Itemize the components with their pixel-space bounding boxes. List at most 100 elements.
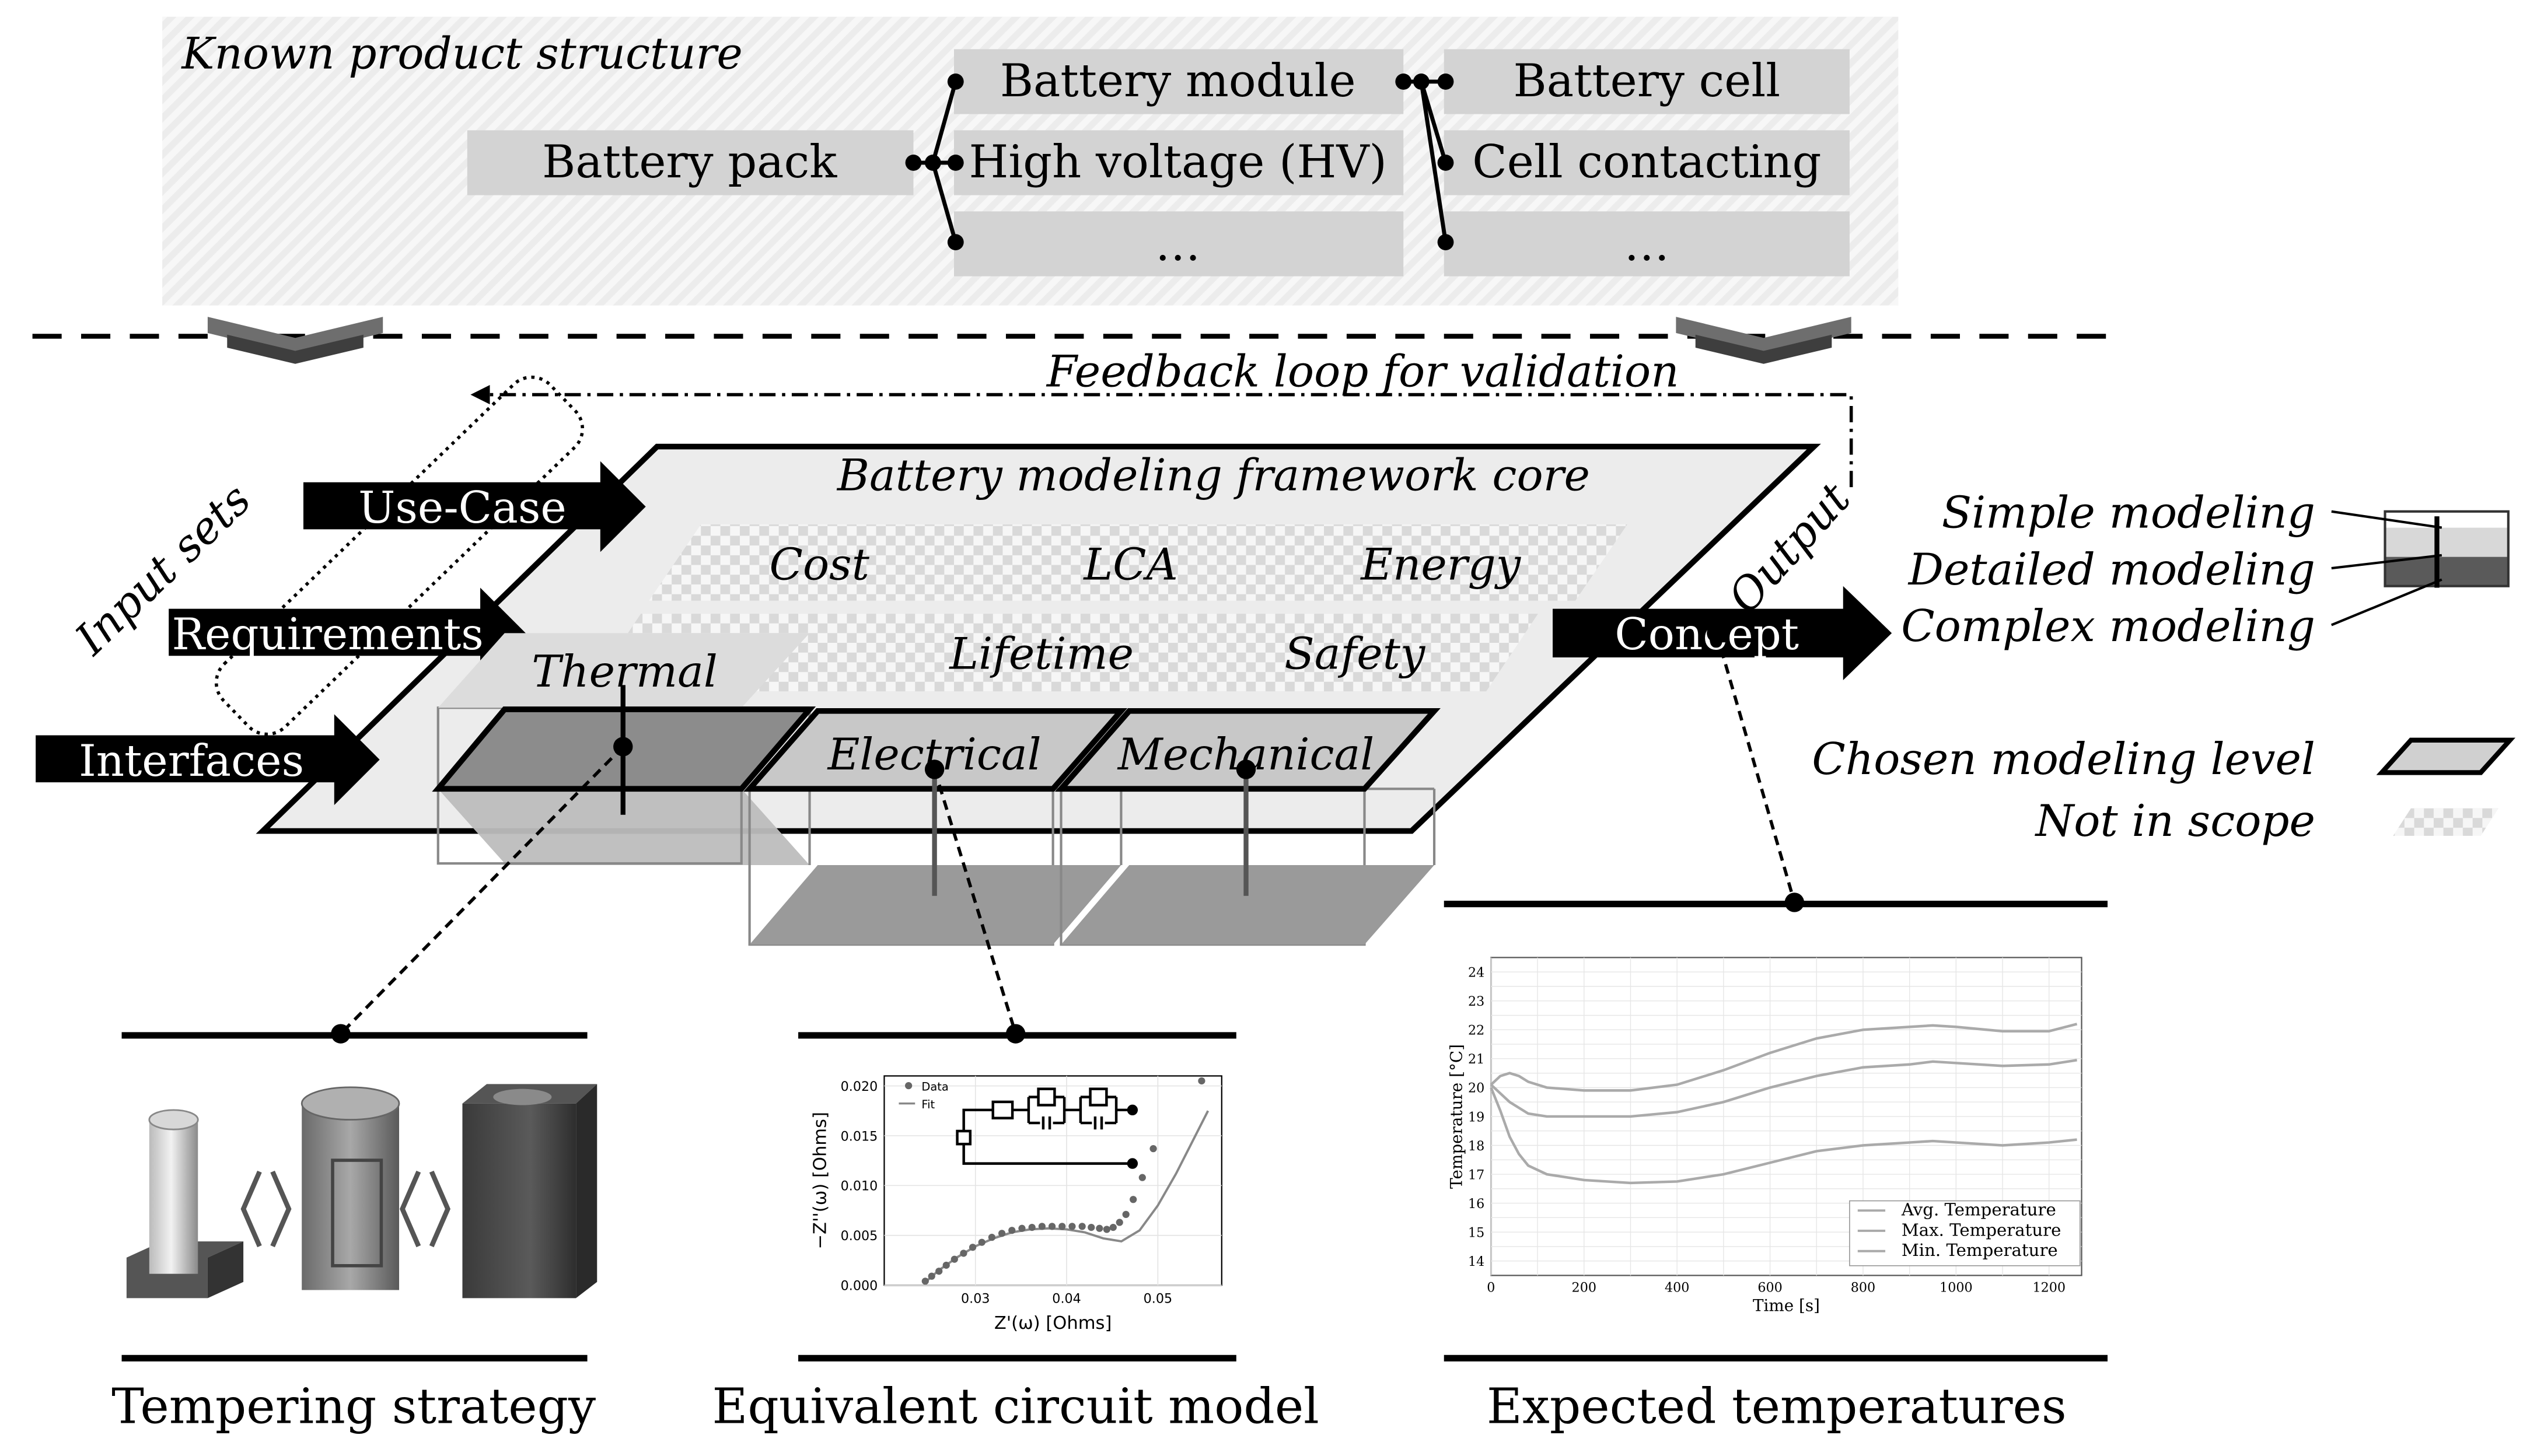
use-case-label: Use-Case (358, 482, 567, 533)
temp-x-tick-label: 1200 (2032, 1280, 2066, 1295)
product-structure: Known product structure Battery pack Bat… (162, 16, 1899, 306)
eis-data-point (1116, 1219, 1123, 1226)
cell-more-label: … (1624, 219, 1669, 271)
eis-data-point (1198, 1077, 1205, 1085)
eis-data-point (978, 1238, 986, 1246)
temp-x-tick-label: 1000 (1940, 1280, 1973, 1295)
cost-card (649, 524, 1006, 601)
eis-data-point (1038, 1223, 1046, 1230)
temp-x-axis-label: Time [s] (1753, 1296, 1820, 1315)
eis-x-tick-label: 0.04 (1052, 1292, 1081, 1307)
battery-pack-box (467, 130, 914, 195)
cell-model-complex-image (462, 1084, 597, 1298)
eis-data-point (1109, 1223, 1117, 1231)
eis-y-tick-label: 0.005 (841, 1228, 878, 1244)
lca-card (954, 524, 1319, 601)
temp-legend-label: Max. Temperature (1902, 1220, 2061, 1240)
equivalent-circuit-icon (956, 1087, 1138, 1169)
eis-data-point (1096, 1224, 1103, 1232)
eis-data-point (1103, 1226, 1110, 1233)
eis-data-point (1088, 1223, 1095, 1231)
temp-series-line (1490, 1059, 2077, 1118)
mechanical-module: Mechanical (1054, 708, 1441, 946)
eis-data-point (969, 1244, 977, 1251)
chosen-level-swatch (2376, 737, 2515, 775)
legend-simple-label: Simple modeling (1942, 487, 2315, 538)
battery-pack-label: Battery pack (542, 136, 837, 188)
eis-y-tick-label: 0.015 (841, 1129, 878, 1144)
temp-y-tick-label: 21 (1468, 1052, 1484, 1067)
interfaces-label: Interfaces (79, 735, 304, 786)
thermal-simple-level (438, 633, 810, 708)
electrical-chosen-level (743, 708, 1128, 792)
temperatures-caption: Expected temperatures (1487, 1378, 2067, 1434)
safety-card (1181, 613, 1539, 692)
energy-card (1267, 524, 1627, 601)
module-more-label: … (1155, 219, 1201, 271)
concept-label: Concept (1615, 608, 1799, 660)
eis-data-point (1028, 1223, 1036, 1231)
eis-legend-fit: Fit (921, 1098, 935, 1111)
requirements-arrow (169, 587, 526, 679)
eis-data-point (998, 1230, 1006, 1237)
battery-module-label: Battery module (1000, 55, 1356, 107)
temp-x-tick-label: 0 (1487, 1280, 1495, 1295)
down-chevron-icon (1676, 317, 1851, 364)
eis-data-point (1138, 1174, 1146, 1181)
eis-data-point (1149, 1145, 1157, 1153)
temp-y-tick-label: 14 (1468, 1254, 1484, 1269)
eis-data-point (1048, 1223, 1056, 1230)
cell-more-box (1444, 211, 1850, 276)
eis-x-axis-label: Z'(ω) [Ohms] (994, 1313, 1112, 1334)
high-voltage-label: High voltage (HV) (969, 136, 1387, 188)
eis-data-point (1122, 1210, 1130, 1218)
temp-y-tick-label: 24 (1468, 965, 1484, 981)
eis-legend-marker (905, 1082, 913, 1090)
eis-legend-data: Data (921, 1080, 948, 1093)
temp-y-tick-label: 16 (1468, 1196, 1484, 1212)
high-voltage-box (954, 130, 1404, 195)
tree-nodes (905, 74, 1454, 251)
energy-label: Energy (1360, 539, 1521, 590)
temp-y-tick-label: 18 (1468, 1139, 1484, 1154)
circuit-caption: Equivalent circuit model (712, 1378, 1319, 1434)
temp-y-tick-label: 20 (1468, 1081, 1484, 1096)
down-chevron-icon (207, 317, 383, 364)
legend-chosen-label: Chosen modeling level (1812, 733, 2315, 785)
mechanical-chosen-level (1054, 708, 1441, 792)
eis-data-point (1068, 1223, 1076, 1230)
requirements-label: Requirements (172, 608, 484, 660)
temp-series-line (1490, 1087, 2077, 1185)
eis-data-point (928, 1272, 935, 1280)
eis-data-point (942, 1261, 950, 1269)
module-more-box (954, 211, 1404, 276)
eis-x-tick-label: 0.05 (1144, 1292, 1173, 1307)
feedback-loop-label: Feedback loop for validation (1046, 346, 1679, 397)
temp-x-tick-label: 200 (1572, 1280, 1596, 1295)
cell-contacting-box (1444, 130, 1850, 195)
eis-data-point (1078, 1223, 1086, 1230)
bidirectional-arrow-icon (400, 1170, 450, 1248)
eis-data-point (1130, 1196, 1137, 1203)
eis-y-tick-label: 0.000 (841, 1278, 878, 1293)
battery-cell-label: Battery cell (1514, 55, 1781, 107)
eis-data-point (921, 1278, 929, 1285)
eis-y-axis-label: −Z''(ω) [Ohms] (810, 1112, 830, 1250)
lifetime-card (857, 613, 1233, 692)
temp-y-axis-label: Temperature [°C] (1446, 1044, 1466, 1189)
bidirectional-arrow-icon (240, 1170, 292, 1248)
legend: Simple modeling Detailed modeling Comple… (1812, 487, 2515, 846)
eis-x-tick-label: 0.03 (961, 1292, 990, 1307)
temperature-panel: Expected temperatures 141516171819202122… (1444, 892, 2108, 1434)
eis-fit-line (924, 1110, 1210, 1283)
legend-detailed-label: Detailed modeling (1907, 544, 2315, 595)
cell-model-simple-image (126, 1109, 244, 1298)
tempering-caption: Tempering strategy (111, 1378, 596, 1434)
safety-label: Safety (1284, 628, 1426, 680)
eis-data-point (1058, 1223, 1066, 1230)
eis-y-tick-label: 0.010 (841, 1179, 878, 1194)
lca-label: LCA (1082, 539, 1178, 590)
